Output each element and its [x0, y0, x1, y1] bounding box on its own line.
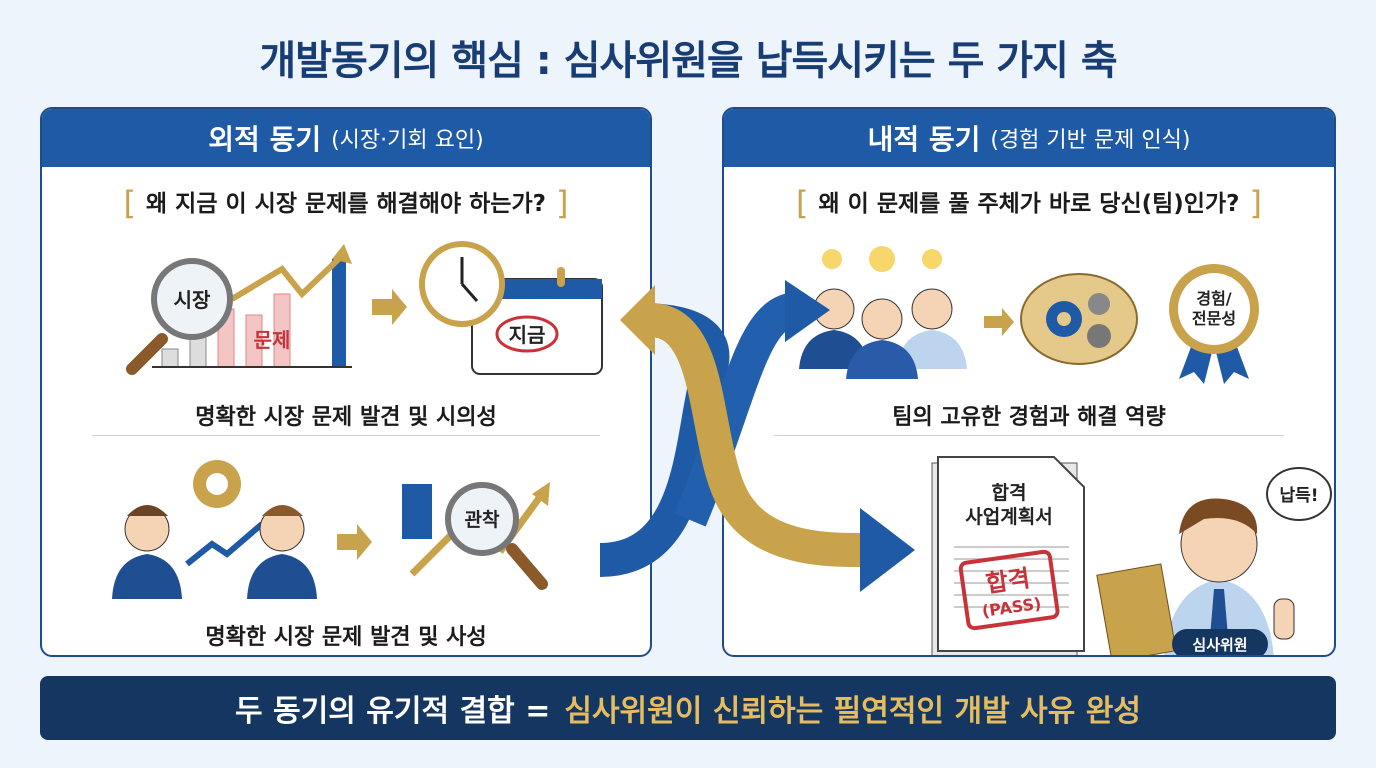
- arrow-head-icon: [785, 280, 830, 342]
- market-problem-illustration: 문제 시장 지금: [126, 241, 603, 375]
- arrow-right-icon: [372, 289, 407, 325]
- external-motivation-panel: 외적 동기 (시장·기회 요인) [왜 지금 이 시장 문제를 해결해야 하는가…: [40, 107, 652, 657]
- panel-question: [왜 이 문제를 풀 주체가 바로 당신(팀)인가?]: [796, 184, 1262, 222]
- connecting-arrows: [598, 280, 915, 592]
- person-icon: [247, 505, 317, 599]
- page-title: 개발동기의 핵심 : 심사위원을 납득시키는 두 가지 축: [259, 38, 1117, 84]
- magnifier-icon: [445, 482, 548, 590]
- badge-label: 전문성: [1192, 309, 1236, 328]
- document-title: 합격: [992, 482, 1027, 504]
- award-badge-icon: 경험/ 전문성: [1169, 264, 1259, 384]
- clock-icon: [419, 241, 505, 327]
- judge-tag: 심사위원: [1172, 629, 1268, 655]
- gear-icon: [193, 460, 241, 508]
- arrow-right-icon: [337, 524, 372, 560]
- business-plan-document: 합격 사업계획서 합격 (PASS): [931, 456, 1085, 655]
- panel-header: 내적 동기 (경험 기반 문제 인식): [724, 109, 1334, 167]
- chart-label: 문제: [254, 328, 291, 352]
- right-caption: 팀의 고유한 경험과 해결 역량: [892, 405, 1166, 430]
- svg-text:심사위원: 심사위원: [1192, 636, 1247, 654]
- row1-caption: 명확한 시장 문제 발견 및 시의성: [195, 405, 497, 430]
- conclusion-banner: 두 동기의 유기적 결합 = 심사위원이 신뢰하는 필연적인 개발 사유 완성: [40, 676, 1336, 740]
- banner-right-text: 심사위원이 신뢰하는 필연적인 개발 사유 완성: [564, 694, 1141, 729]
- divider: [774, 435, 1284, 436]
- panel-heading: 외적 동기: [208, 123, 322, 156]
- panel-heading: 내적 동기: [867, 123, 981, 156]
- lightbulb-icon: [822, 246, 942, 272]
- judge-approval-illustration: 합격 사업계획서 합격 (PASS) 납득! 심사위원: [931, 456, 1332, 655]
- banner-left-text: 두 동기의 유기적 결합 =: [235, 694, 551, 729]
- panel-header: 외적 동기 (시장·기회 요인): [42, 109, 650, 167]
- svg-text:납득!: 납득!: [1279, 486, 1318, 506]
- calendar-label: 지금: [509, 323, 546, 347]
- badge-label: 경험/: [1196, 289, 1231, 308]
- row2-caption: 명확한 시장 문제 발견 및 사성: [205, 625, 487, 650]
- document-title: 사업계획서: [965, 506, 1052, 528]
- magnifier-label: 시장: [174, 288, 211, 312]
- gold-arrow: [648, 303, 861, 567]
- thumbs-up-icon: [1273, 598, 1295, 640]
- svg-text:합격: 합격: [984, 564, 1032, 598]
- team-expertise-illustration: 경험/ 전문성: [799, 246, 1259, 384]
- panel-subheading: (경험 기반 문제 인식): [990, 128, 1191, 153]
- clipboard-icon: [1096, 563, 1177, 655]
- arrow-right-icon: [984, 308, 1014, 336]
- brain-gears-icon: [1020, 273, 1138, 365]
- market-insight-illustration: 관착: [112, 460, 550, 599]
- team-icon: [799, 288, 967, 379]
- panel-question: [왜 지금 이 시장 문제를 해결해야 하는가?]: [123, 184, 569, 222]
- bar-chart-icon: [152, 244, 352, 368]
- map-icon: [402, 484, 432, 539]
- speech-bubble: 납득!: [1266, 467, 1332, 521]
- magnifier-label: 관착: [465, 509, 500, 531]
- divider: [92, 435, 600, 436]
- arrow-head-icon: [620, 285, 655, 355]
- magnifier-icon: [126, 258, 233, 375]
- arrow-head-icon: [860, 508, 915, 592]
- panel-subheading: (시장·기회 요인): [331, 128, 484, 153]
- person-icon: [112, 505, 182, 599]
